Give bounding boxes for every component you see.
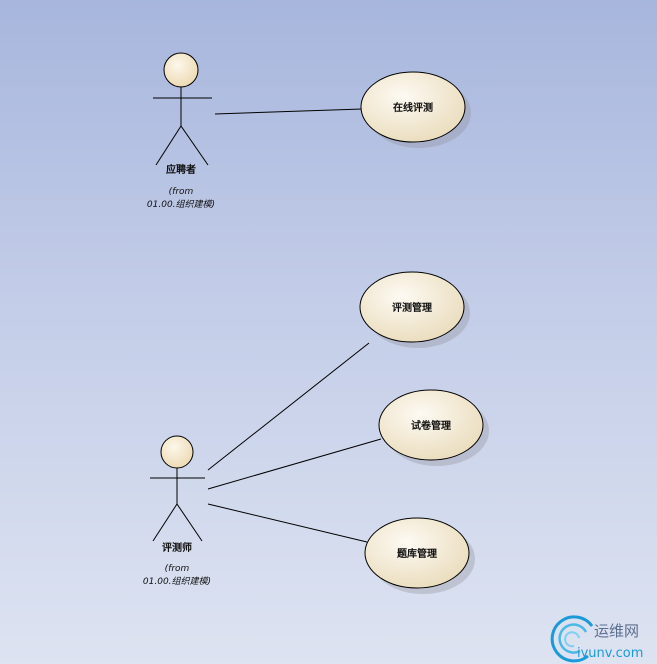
use-case-ellipse: [364, 517, 470, 589]
use-case-online-test[interactable]: 在线评测: [360, 71, 471, 148]
use-case-label: 题库管理: [397, 547, 437, 560]
actor-right-leg: [176, 503, 203, 542]
actor-name: 评测师: [162, 541, 192, 554]
actor-head: [160, 435, 194, 469]
actor-head: [163, 52, 199, 88]
watermark-bottom-text: iyunv.com: [577, 646, 643, 661]
use-case-label: 评测管理: [392, 301, 432, 314]
use-case-ellipse: [360, 71, 466, 143]
actor-name: 应聘者: [166, 163, 196, 176]
use-case-label: 试卷管理: [411, 419, 451, 432]
use-case-ellipse: [359, 271, 465, 343]
actor-left-leg: [155, 125, 182, 166]
use-case-ellipse: [378, 389, 484, 461]
association-evaluator-test-management: [207, 342, 370, 471]
actor-from-line1: (from: [169, 187, 194, 197]
use-case-question-bank[interactable]: 题库管理: [364, 517, 475, 594]
association-evaluator-question-bank: [207, 503, 368, 543]
actor-applicant[interactable]: 应聘者 (from 01.00.组织建模): [147, 52, 215, 210]
use-case-test-management[interactable]: 评测管理: [359, 271, 470, 348]
watermark-logo-icon: [550, 615, 594, 663]
actor-from-line1: (from: [165, 564, 190, 574]
actor-right-leg: [180, 125, 209, 166]
association-evaluator-paper-management: [207, 438, 382, 490]
actor-from-line2: 01.00.组织建模): [143, 576, 211, 587]
association-applicant-online-test: [214, 108, 363, 115]
watermark-top-text: 运维网: [594, 622, 639, 640]
use-case-label: 在线评测: [393, 101, 433, 114]
actor-from-line2: 01.00.组织建模): [147, 199, 215, 210]
watermark: 运维网 iyunv.com: [550, 615, 643, 663]
use-case-paper-management[interactable]: 试卷管理: [378, 389, 489, 466]
actor-left-leg: [152, 503, 178, 542]
actor-evaluator[interactable]: 评测师 (from 01.00.组织建模): [143, 435, 211, 587]
